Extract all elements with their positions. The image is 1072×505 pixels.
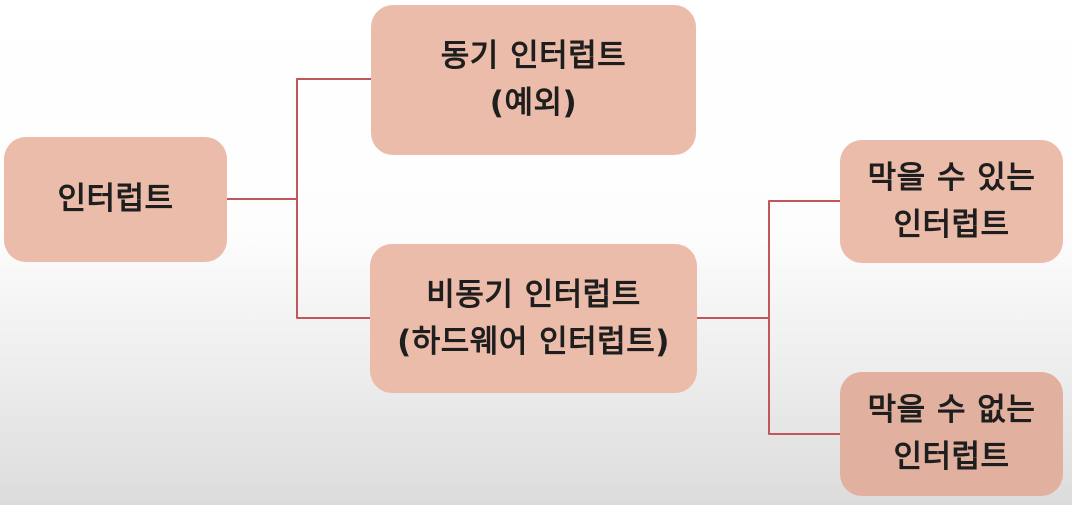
node-non-maskable-interrupt-line2: 인터럽트 xyxy=(893,439,1010,475)
node-asynchronous-interrupt-subtitle: (하드웨어 인터럽트) xyxy=(397,323,670,360)
connector-async-to-mask xyxy=(696,200,841,319)
node-non-maskable-interrupt-line1: 막을 수 없는 xyxy=(867,392,1036,428)
node-maskable-interrupt-line2: 인터럽트 xyxy=(893,206,1010,243)
node-interrupt-label: 인터럽트 xyxy=(57,181,174,217)
connector-root-to-sync xyxy=(226,78,372,200)
node-interrupt: 인터럽트 xyxy=(4,137,227,262)
node-synchronous-interrupt: 동기 인터럽트 (예외) xyxy=(371,5,696,155)
connector-async-to-nomask xyxy=(768,317,841,435)
node-maskable-interrupt: 막을 수 있는 인터럽트 xyxy=(840,140,1063,263)
node-non-maskable-interrupt: 막을 수 없는 인터럽트 xyxy=(840,372,1063,496)
node-maskable-interrupt-line1: 막을 수 있는 xyxy=(867,159,1036,196)
node-synchronous-interrupt-subtitle: (예외) xyxy=(489,85,578,121)
node-synchronous-interrupt-title: 동기 인터럽트 xyxy=(440,38,627,74)
node-asynchronous-interrupt: 비동기 인터럽트 (하드웨어 인터럽트) xyxy=(370,244,697,393)
connector-root-to-async xyxy=(296,198,371,319)
node-asynchronous-interrupt-title: 비동기 인터럽트 xyxy=(426,276,641,313)
